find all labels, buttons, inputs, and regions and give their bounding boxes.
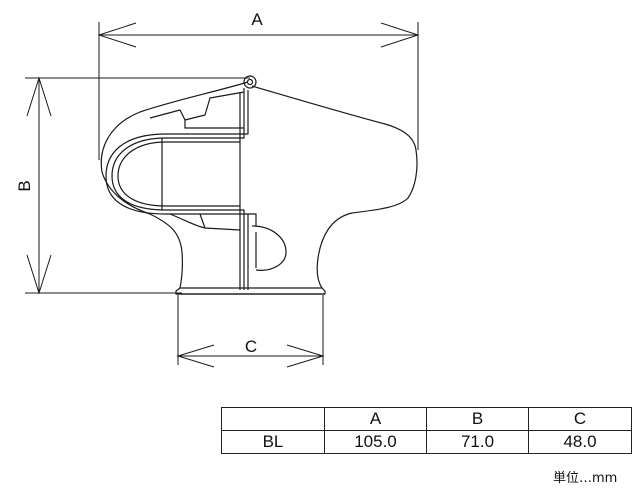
table-header-cell (221, 407, 325, 431)
table-header-row: A B C (221, 407, 632, 431)
wire-outer (111, 88, 245, 290)
table-header-cell: A (324, 407, 427, 431)
hinge-detail (248, 213, 257, 226)
dim-c-arrow-right (286, 344, 325, 368)
table-cell-c: 48.0 (528, 430, 632, 454)
dim-b-arrow-top (26, 76, 52, 117)
table-header-cell: C (528, 407, 632, 431)
upper-shelf (149, 91, 245, 121)
dim-c-label: C (245, 337, 257, 356)
wire-inner (117, 92, 241, 290)
dimension-table: A B C BL 105.0 71.0 48.0 (221, 407, 632, 454)
part-outline (100, 75, 418, 295)
body-outline (100, 81, 418, 289)
pivot-ring-inner (246, 78, 254, 86)
side-knob (251, 225, 287, 271)
dim-b-label: B (15, 180, 34, 191)
wire-middle (105, 90, 249, 290)
table-header-cell: B (426, 407, 529, 431)
table-cell-b: 71.0 (426, 430, 529, 454)
pivot-ring-outer (243, 75, 257, 89)
dim-a-arrow-right (380, 22, 420, 48)
unit-note: 単位…mm (553, 471, 618, 486)
lower-shelf-inner (199, 213, 206, 229)
dimension-a (97, 22, 420, 160)
dim-a-arrow-left (97, 22, 137, 48)
dim-c-arrow-left (176, 344, 215, 368)
table-cell-model: BL (221, 430, 325, 454)
dimension-c (176, 295, 325, 368)
table-cell-a: 105.0 (324, 430, 427, 454)
base-flange (175, 287, 326, 295)
upper-shelf-inner (184, 120, 244, 129)
dimension-b (25, 76, 250, 295)
table-row: BL 105.0 71.0 48.0 (221, 430, 632, 454)
dim-a-label: A (251, 10, 263, 29)
dim-b-arrow-bottom (26, 254, 52, 295)
